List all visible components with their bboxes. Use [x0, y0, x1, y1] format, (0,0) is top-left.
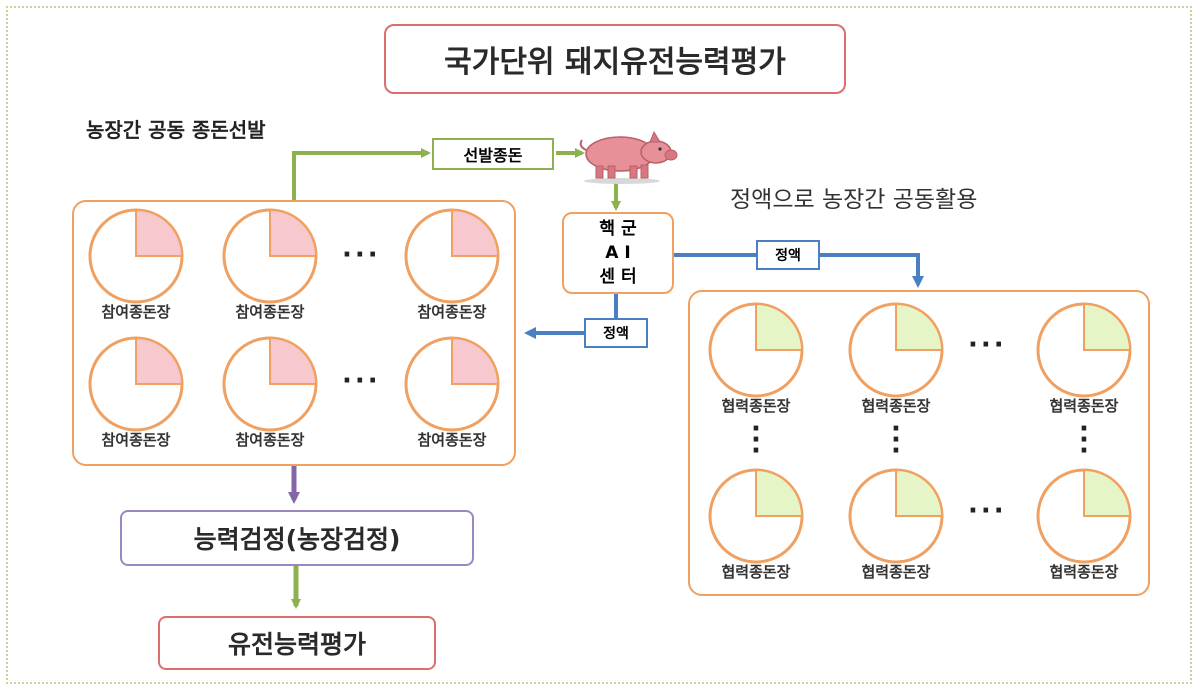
- cooperating-farm: 협력종돈장: [846, 300, 946, 418]
- cooperating-farm: 협력종돈장: [1034, 466, 1134, 584]
- diagram-title: 국가단위 돼지유전능력평가: [384, 24, 846, 94]
- cooperating-farm: 협력종돈장: [706, 300, 806, 418]
- ai-center-line1: 핵 군: [599, 219, 637, 239]
- farm-label: 협력종돈장: [721, 563, 791, 581]
- farm-label: 참여종돈장: [235, 431, 305, 449]
- cooperating-farm: 협력종돈장: [706, 466, 806, 584]
- ellipsis: ···: [968, 330, 1007, 360]
- selected-boar-label: 선발종돈: [432, 138, 554, 170]
- participating-farm: 참여종돈장: [402, 334, 502, 452]
- cooperating-farm: 협력종돈장: [846, 466, 946, 584]
- semen-label-right: 정액: [756, 240, 820, 270]
- ellipsis: ···: [342, 366, 381, 396]
- outer-frame: [6, 6, 1192, 684]
- semen-label-left: 정액: [584, 318, 648, 348]
- participating-farm: 참여종돈장: [220, 206, 320, 324]
- ai-center-box: 핵 군 A I 센 터: [562, 212, 674, 294]
- farm-label: 참여종돈장: [101, 303, 171, 321]
- ai-center-line2: A I: [605, 243, 631, 263]
- farm-label: 협력종돈장: [861, 563, 931, 581]
- ellipsis: ···: [342, 240, 381, 270]
- farm-label: 참여종돈장: [101, 431, 171, 449]
- participating-farm: 참여종돈장: [86, 334, 186, 452]
- participating-farm: 참여종돈장: [86, 206, 186, 324]
- genetic-evaluation-box: 유전능력평가: [158, 616, 436, 670]
- arrow-ai-to-cooperating: [674, 253, 924, 288]
- vertical-ellipsis: ···: [891, 414, 901, 466]
- participating-farm: 참여종돈장: [220, 334, 320, 452]
- ai-center-line3: 센 터: [599, 267, 637, 287]
- farm-label: 협력종돈장: [861, 397, 931, 415]
- vertical-ellipsis: ···: [751, 414, 761, 466]
- ellipsis: ···: [968, 496, 1007, 526]
- cooperating-farm: 협력종돈장: [1034, 300, 1134, 418]
- farm-label: 참여종돈장: [235, 303, 305, 321]
- farm-label: 협력종돈장: [1049, 563, 1119, 581]
- farm-label: 협력종돈장: [721, 397, 791, 415]
- farm-label: 협력종돈장: [1049, 397, 1119, 415]
- left-section-label: 농장간 공동 종돈선발: [86, 118, 266, 142]
- farm-label: 참여종돈장: [417, 431, 487, 449]
- pig-icon: [574, 124, 682, 184]
- participating-farm: 참여종돈장: [402, 206, 502, 324]
- farm-label: 참여종돈장: [417, 303, 487, 321]
- right-section-label: 정액으로 농장간 공동활용: [730, 187, 978, 213]
- arrow-to-selected-boar: [292, 148, 431, 200]
- performance-test-box: 능력검정(농장검정): [120, 510, 474, 566]
- vertical-ellipsis: ···: [1079, 414, 1089, 466]
